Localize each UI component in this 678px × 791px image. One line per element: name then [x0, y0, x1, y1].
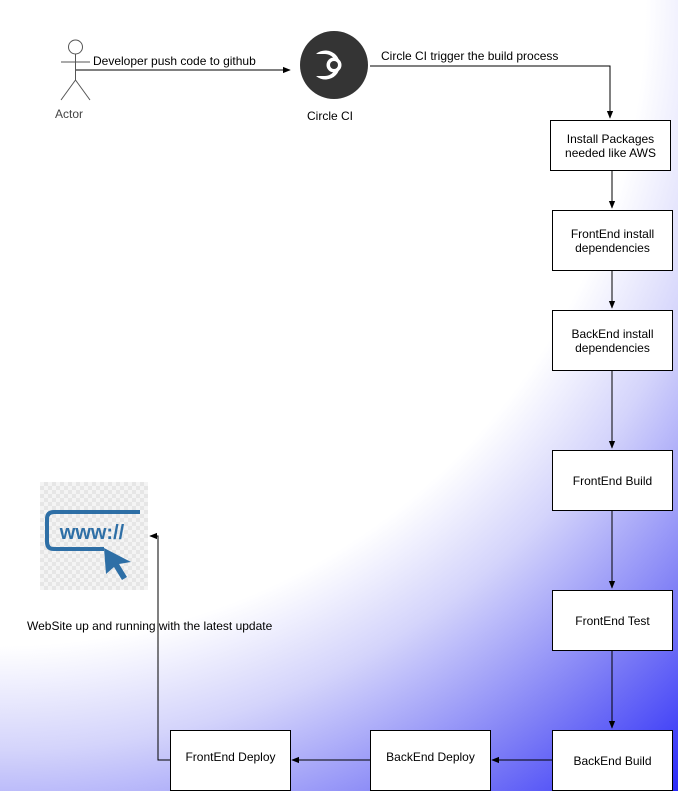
frontend-build-step: FrontEnd Build — [552, 450, 673, 511]
frontend-test-step: FrontEnd Test — [552, 590, 673, 651]
frontend-deploy-step: FrontEnd Deploy — [170, 730, 291, 791]
backend-build-step: BackEnd Build — [552, 730, 673, 791]
website-icon: www:// — [40, 482, 148, 590]
trigger-edge-label: Circle CI trigger the build process — [381, 49, 559, 63]
actor-label: Actor — [55, 107, 84, 121]
website-icon-text: www:// — [59, 522, 125, 544]
website-caption: WebSite up and running with the latest u… — [27, 619, 273, 633]
backend-install-step: BackEnd install dependencies — [552, 310, 673, 371]
install-packages-step: Install Packages needed like AWS — [550, 120, 671, 171]
frontend-install-step: FrontEnd install dependencies — [552, 210, 673, 271]
actor-icon — [60, 39, 91, 101]
edge-circleci-to-install — [370, 65, 614, 119]
backend-deploy-step: BackEnd Deploy — [370, 730, 491, 791]
edge-fe-deploy-to-website — [149, 532, 170, 761]
push-edge-label: Developer push code to github — [93, 54, 256, 68]
circleci-label: Circle CI — [307, 109, 354, 123]
circleci-logo-icon — [300, 31, 368, 99]
